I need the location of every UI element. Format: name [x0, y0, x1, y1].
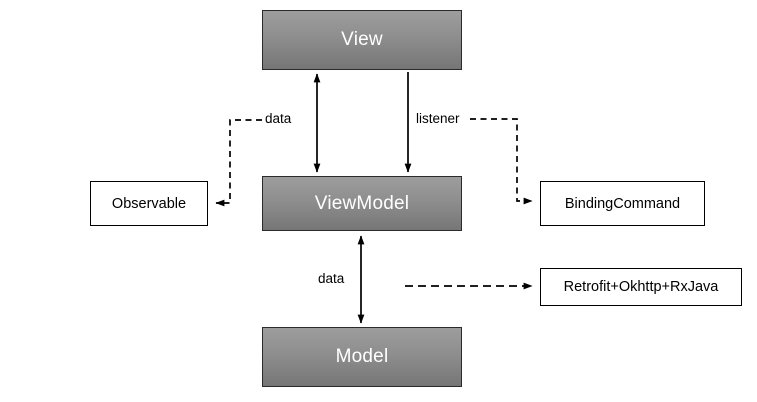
- edge-label-data-bottom: data: [318, 271, 345, 286]
- node-observable[interactable]: Observable: [90, 181, 208, 226]
- node-viewmodel-label: ViewModel: [314, 192, 410, 214]
- edge-view-bindingcommand-listener: [470, 118, 533, 205]
- node-network[interactable]: Retrofit+Okhttp+RxJava: [540, 268, 742, 306]
- edge-label-listener: listener: [416, 111, 460, 126]
- edge-label-data-top: data: [265, 111, 292, 126]
- node-observable-label: Observable: [111, 195, 187, 212]
- node-bindingcommand-label: BindingCommand: [564, 195, 681, 212]
- node-network-label: Retrofit+Okhttp+RxJava: [563, 279, 719, 295]
- node-viewmodel[interactable]: ViewModel: [262, 176, 462, 231]
- node-view-label: View: [341, 29, 383, 50]
- node-view[interactable]: View: [262, 10, 462, 70]
- node-bindingcommand[interactable]: BindingCommand: [540, 181, 705, 226]
- node-model-label: Model: [335, 346, 389, 367]
- edge-view-observable-data: [215, 119, 262, 207]
- node-model[interactable]: Model: [262, 327, 462, 387]
